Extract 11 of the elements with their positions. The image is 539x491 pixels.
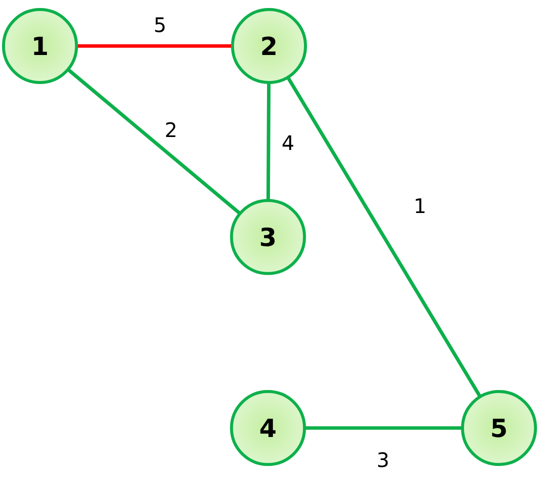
edge-label: 4 [280,133,296,153]
node-number: 2 [260,34,278,58]
edge-line [305,426,462,430]
edge-line [77,44,232,48]
edge-line [286,76,482,398]
node-number: 3 [259,224,277,250]
edge-line [266,83,271,200]
node-number: 4 [259,416,277,440]
node-number: 5 [490,416,508,440]
node-number: 1 [31,34,49,58]
edge-line [67,68,241,215]
